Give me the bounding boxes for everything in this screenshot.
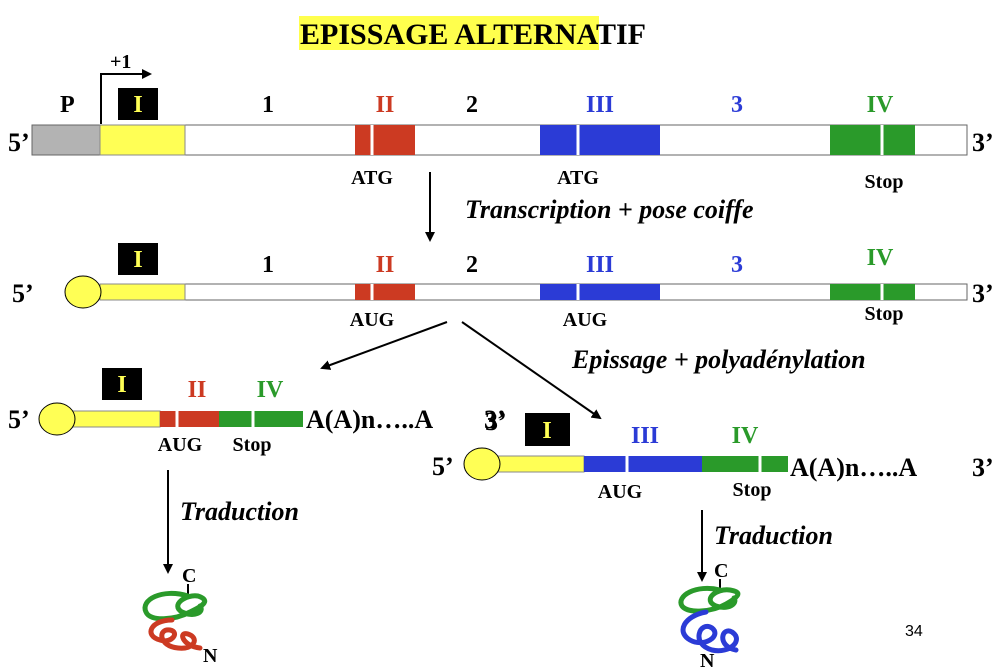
gene-intron2-label: 2 bbox=[466, 92, 478, 118]
gene-exon3-label: III bbox=[586, 92, 614, 118]
gene-3prime: 3’ bbox=[972, 128, 994, 157]
mrna-a-exon2-label: II bbox=[188, 377, 207, 403]
premrna-intron1-label: 1 bbox=[262, 252, 274, 278]
gene-5prime: 5’ bbox=[8, 128, 30, 157]
protein-a-domain-green bbox=[142, 590, 208, 622]
transcription-step-label: Transcription + pose coiffe bbox=[465, 195, 754, 224]
gene-exon4 bbox=[830, 125, 915, 155]
translation-step-label-b: Traduction bbox=[714, 521, 833, 550]
gene-atg1-label: ATG bbox=[351, 167, 393, 189]
gene-exon2 bbox=[355, 125, 415, 155]
gene-exon4-label: IV bbox=[867, 92, 894, 118]
premrna-exon2-label: II bbox=[376, 252, 395, 278]
mrna-a-exon4 bbox=[219, 411, 303, 427]
protein-a-domain-red bbox=[148, 617, 203, 651]
exon1-label-box bbox=[118, 88, 158, 120]
mrna-b-cap bbox=[463, 447, 501, 481]
mrna-b-5prime: 5’ bbox=[432, 452, 454, 481]
gene-intron1-label: 1 bbox=[262, 92, 274, 118]
premrna-5prime: 5’ bbox=[12, 279, 34, 308]
mrna-b-exon1-label: I bbox=[542, 418, 551, 444]
mrna-b-aug-label: AUG bbox=[598, 481, 643, 503]
splicing-step-label: Epissage + polyadénylation bbox=[571, 345, 866, 374]
mrna-a-cap bbox=[38, 402, 76, 436]
protein-b-c-term: C bbox=[714, 560, 728, 582]
mrna-b-polya: A(A)n…..A bbox=[790, 453, 917, 482]
transcription-start-arrow bbox=[100, 69, 152, 124]
gene-exon2-label: II bbox=[376, 92, 395, 118]
premrna-stop-label: Stop bbox=[865, 303, 904, 325]
mrna-b-exon3 bbox=[584, 456, 702, 472]
protein-b-domain-blue bbox=[680, 609, 739, 654]
exon1-label-box bbox=[525, 413, 570, 446]
gene-exon1-label: I bbox=[133, 92, 142, 118]
mrna-b-exon3-label: III bbox=[631, 423, 659, 449]
premrna-3prime: 3’ bbox=[972, 279, 994, 308]
exon1-label-box bbox=[102, 368, 142, 400]
page-title: EPISSAGE ALTERNATIF bbox=[300, 18, 646, 51]
mrna-a-stop-label: Stop bbox=[233, 434, 272, 456]
promoter-label: P bbox=[60, 92, 75, 118]
mrna-b-stop-label: Stop bbox=[733, 479, 772, 501]
exon1-label-box bbox=[118, 243, 158, 275]
page-number: 34 bbox=[905, 623, 923, 640]
premrna-intron2-label: 2 bbox=[466, 252, 478, 278]
premrna-exon2 bbox=[355, 284, 415, 300]
protein-a-n-term: N bbox=[203, 645, 218, 667]
mrna-a-exon1-label: I bbox=[117, 372, 126, 398]
gene-stop-label: Stop bbox=[865, 171, 904, 193]
translation-step-label-a: Traduction bbox=[180, 497, 299, 526]
protein-b-domain-green bbox=[678, 586, 741, 614]
premrna-exon1-label: I bbox=[133, 247, 142, 273]
mrna-a-exon4-label: IV bbox=[257, 377, 284, 403]
gene-atg2-label: ATG bbox=[557, 167, 599, 189]
mrna-b-exon1 bbox=[496, 455, 585, 473]
mrna-a-exon1 bbox=[72, 410, 161, 428]
premrna-exon3 bbox=[540, 284, 660, 300]
gene-intron3-label: 3 bbox=[731, 92, 743, 118]
premrna-exon4 bbox=[830, 284, 915, 300]
promoter-region bbox=[31, 124, 101, 156]
premrna-aug1-label: AUG bbox=[350, 309, 395, 331]
premrna-intron3-label: 3 bbox=[731, 252, 743, 278]
premrna-cap bbox=[64, 275, 102, 309]
mrna-a-polya: A(A)n…..A bbox=[306, 405, 433, 434]
mrna-a-aug-label: AUG bbox=[158, 434, 203, 456]
gene-exon1 bbox=[99, 124, 186, 156]
premrna-exon4-label: IV bbox=[867, 245, 894, 271]
premrna-exon1 bbox=[99, 283, 186, 301]
title-highlight bbox=[299, 16, 599, 50]
mrna-b-exon4-label: IV bbox=[732, 423, 759, 449]
mrna-b-3prime: 3’ bbox=[972, 453, 994, 482]
mrna-a-5prime: 5’ bbox=[8, 405, 30, 434]
mrna-a-3prime: 3’ bbox=[484, 405, 506, 434]
gene-exon3 bbox=[540, 125, 660, 155]
mrna-a-exon2 bbox=[160, 411, 219, 427]
splicing-arrow-a bbox=[320, 321, 448, 370]
mrna-b-exon4 bbox=[702, 456, 788, 472]
premrna-aug2-label: AUG bbox=[563, 309, 608, 331]
start-site-label: +1 bbox=[110, 51, 131, 73]
premrna-exon3-label: III bbox=[586, 252, 614, 278]
splicing-arrow-b bbox=[461, 321, 602, 420]
protein-a-c-term: C bbox=[182, 565, 196, 587]
mrna-b-3prime-top: 3’ bbox=[485, 407, 507, 436]
protein-b-n-term: N bbox=[700, 650, 715, 667]
